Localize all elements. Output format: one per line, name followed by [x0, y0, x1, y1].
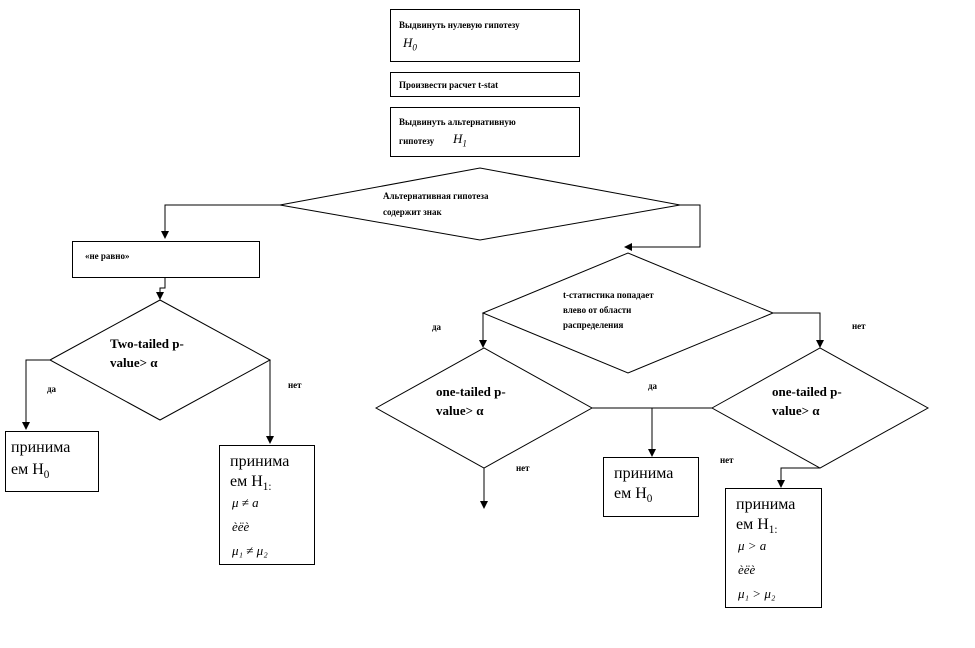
one-tailed-left-text1: one-tailed p-: [436, 384, 506, 399]
step-alt-hypothesis-text1: Выдвинуть альтернативную: [399, 117, 516, 127]
one-tailed-left-diamond: [374, 347, 594, 469]
connector-sign-to-t-position: [624, 204, 701, 251]
accept-h1-right-text1: принима: [736, 496, 796, 513]
label-yes-left: да: [47, 384, 57, 394]
accept-h0-mid-box: принима ем H0: [603, 457, 699, 517]
label-no-left: нет: [288, 380, 302, 390]
step-compute-t-stat-box: Произвести расчет t-stat: [390, 72, 580, 97]
accept-h1-right-text2: ем H1:: [736, 516, 778, 537]
accept-h0-mid-text1: принима: [614, 465, 674, 482]
accept-h0-left-text1: принима: [11, 439, 71, 456]
null-hypothesis-symbol: H0: [403, 35, 417, 53]
step-null-hypothesis-text: Выдвинуть нулевую гипотезу: [399, 20, 520, 30]
accept-h1-left-formula3: μ₁ ≠ μ₂: [232, 543, 268, 558]
accept-h1-left-box: принима ем H1: μ ≠ a èëè μ₁ ≠ μ₂: [219, 445, 315, 565]
decision-sign-text2: содержит знак: [383, 207, 442, 217]
accept-h1-left-text2: ем H1:: [230, 473, 272, 494]
decision-sign-text1: Альтернативная гипотеза: [383, 191, 489, 201]
label-yes-t: да: [432, 322, 442, 332]
connector-sign-to-not-equal: [161, 204, 280, 239]
not-equal-text: «не равно»: [85, 251, 130, 261]
accept-h1-right-formula1: μ > a: [738, 538, 767, 553]
one-tailed-right-text1: one-tailed p-: [772, 384, 842, 399]
one-tailed-right-diamond: [710, 347, 930, 469]
step-null-hypothesis-box: Выдвинуть нулевую гипотезу H0: [390, 9, 580, 62]
decision-sign-diamond: [279, 167, 681, 241]
accept-h1-right-formula2: èëè: [738, 562, 756, 577]
connector-one-tailed-right-down: [777, 467, 820, 488]
label-no-bottom: нет: [516, 463, 530, 473]
accept-h1-left-text1: принима: [230, 453, 290, 470]
two-tailed-diamond: [48, 299, 272, 421]
t-position-text2: влево от области: [563, 305, 632, 315]
step-compute-t-stat-text: Произвести расчет t-stat: [399, 80, 499, 90]
accept-h0-mid-text2: ем H0: [614, 485, 653, 506]
t-position-text3: распределения: [563, 320, 624, 330]
accept-h1-right-formula3: μ₁ > μ₂: [738, 586, 776, 601]
one-tailed-left-text2: value> α: [436, 403, 484, 418]
step-alt-hypothesis-box: Выдвинуть альтернативную гипотезу H1: [390, 107, 580, 157]
label-no-right: нет: [720, 455, 734, 465]
connector-two-tailed-yes: [22, 359, 50, 430]
accept-h0-left-text2: ем H0: [11, 461, 50, 482]
label-no-t: нет: [852, 321, 866, 331]
alt-hypothesis-symbol: H1: [453, 131, 467, 149]
one-tailed-right-text2: value> α: [772, 403, 820, 418]
accept-h1-right-box: принима ем H1: μ > a èëè μ₁ > μ₂: [725, 488, 822, 608]
not-equal-box: «не равно»: [72, 241, 260, 278]
label-yes-mid: да: [648, 381, 658, 391]
two-tailed-text2: value> α: [110, 355, 158, 370]
connector-t-no: [773, 312, 824, 348]
t-position-text1: t-статистика попадает: [563, 290, 654, 300]
two-tailed-text1: Two-tailed p-: [110, 336, 184, 351]
accept-h0-left-box: принима ем H0: [5, 431, 99, 492]
connector-not-equal-to-two-tailed: [156, 278, 166, 300]
accept-h1-left-formula2: èëè: [232, 519, 250, 534]
accept-h1-left-formula1: μ ≠ a: [232, 495, 259, 510]
step-alt-hypothesis-text2: гипотезу: [399, 136, 435, 146]
